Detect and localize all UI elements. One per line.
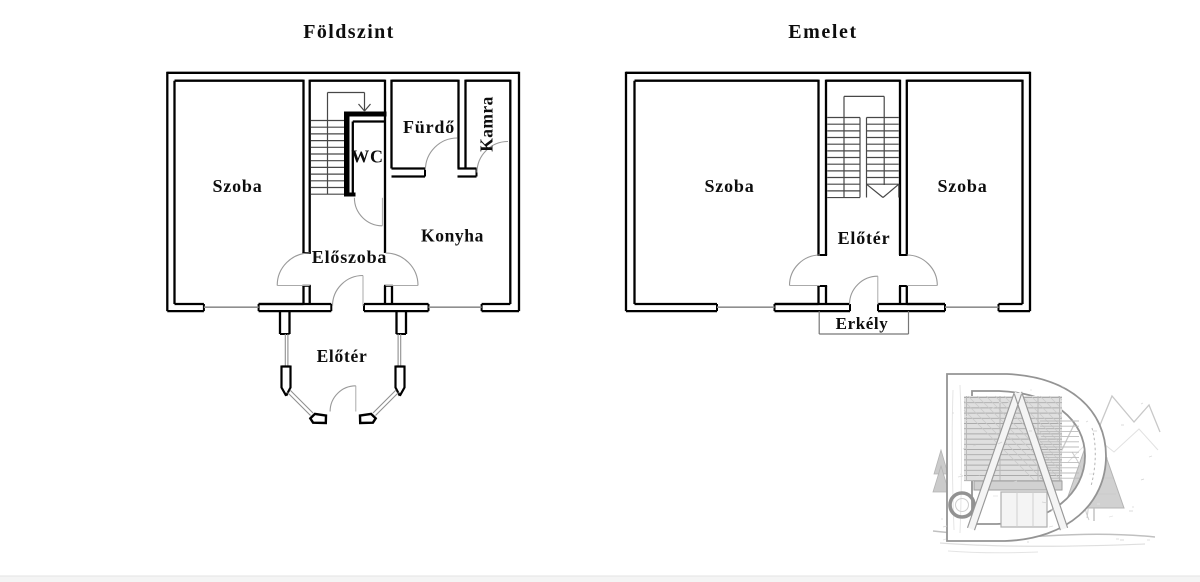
svg-text:Előszoba: Előszoba [312,247,387,267]
svg-text:WC: WC [351,147,384,167]
svg-text:Szoba: Szoba [212,176,262,196]
svg-text:Kamra: Kamra [477,96,497,151]
svg-text:Előtér: Előtér [317,346,368,366]
svg-text:Szoba: Szoba [704,176,754,196]
svg-text:Erkély: Erkély [836,314,889,333]
svg-text:Emelet: Emelet [788,21,858,43]
svg-text:Konyha: Konyha [421,226,484,246]
svg-text:Fürdő: Fürdő [403,117,455,137]
svg-text:Előtér: Előtér [838,228,891,248]
svg-text:Szoba: Szoba [937,176,987,196]
svg-text:Földszint: Földszint [303,21,395,43]
